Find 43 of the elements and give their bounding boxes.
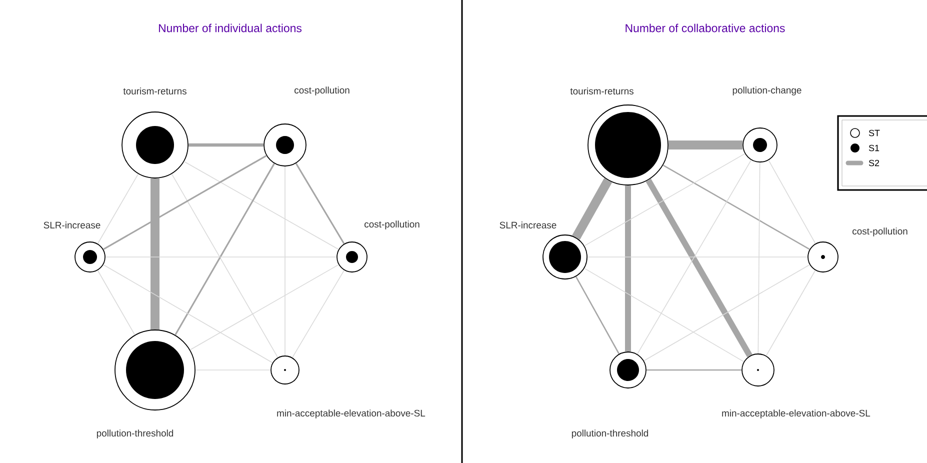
panel-title: Number of collaborative actions <box>626 24 785 32</box>
node-label: tourism-returns <box>570 88 634 94</box>
edge-line <box>174 163 275 336</box>
edge-line <box>584 268 744 362</box>
edge-line <box>171 174 278 358</box>
legend-label: S1 <box>868 144 880 152</box>
edge-line <box>636 160 752 354</box>
node-label: SLR-increase <box>44 222 100 228</box>
node-label: SLR-increase <box>500 222 556 228</box>
edge-line <box>646 178 752 358</box>
edge-line <box>646 369 742 371</box>
edge-line <box>662 164 810 250</box>
edge-line <box>190 264 339 350</box>
panel-title: Number of individual actions <box>158 24 302 32</box>
legend-label: S2 <box>868 160 880 166</box>
edge-line <box>295 163 345 244</box>
legend-label: ST <box>868 130 880 136</box>
edge-line <box>644 264 810 362</box>
node-label: cost-pollution <box>852 228 908 236</box>
edge-line <box>768 160 816 244</box>
edge-line <box>150 178 160 330</box>
edge-line <box>102 264 273 364</box>
edge-line <box>572 178 612 240</box>
edge-line <box>97 270 136 336</box>
edge-line <box>625 185 631 352</box>
edge-line <box>575 276 620 354</box>
node-label: pollution-threshold <box>572 430 648 438</box>
node-label: tourism-returns <box>123 88 186 94</box>
node-label: min-acceptable-elevation-above-SL <box>722 410 870 418</box>
edge-line <box>584 153 746 246</box>
node-label: cost-pollution <box>294 86 350 96</box>
node-label: min-acceptable-elevation-above-SL <box>277 410 426 418</box>
edge-line <box>766 270 816 356</box>
edge-line <box>758 162 760 354</box>
edge-line <box>97 174 139 244</box>
edge-line <box>188 143 264 147</box>
node-label: pollution-threshold <box>96 430 174 438</box>
edge-line <box>103 154 267 250</box>
edge-line <box>292 270 345 358</box>
edge-line <box>184 161 339 250</box>
node-label: cost-pollution <box>364 220 420 230</box>
edge-line <box>668 140 743 150</box>
node-label: pollution-change <box>732 86 802 96</box>
